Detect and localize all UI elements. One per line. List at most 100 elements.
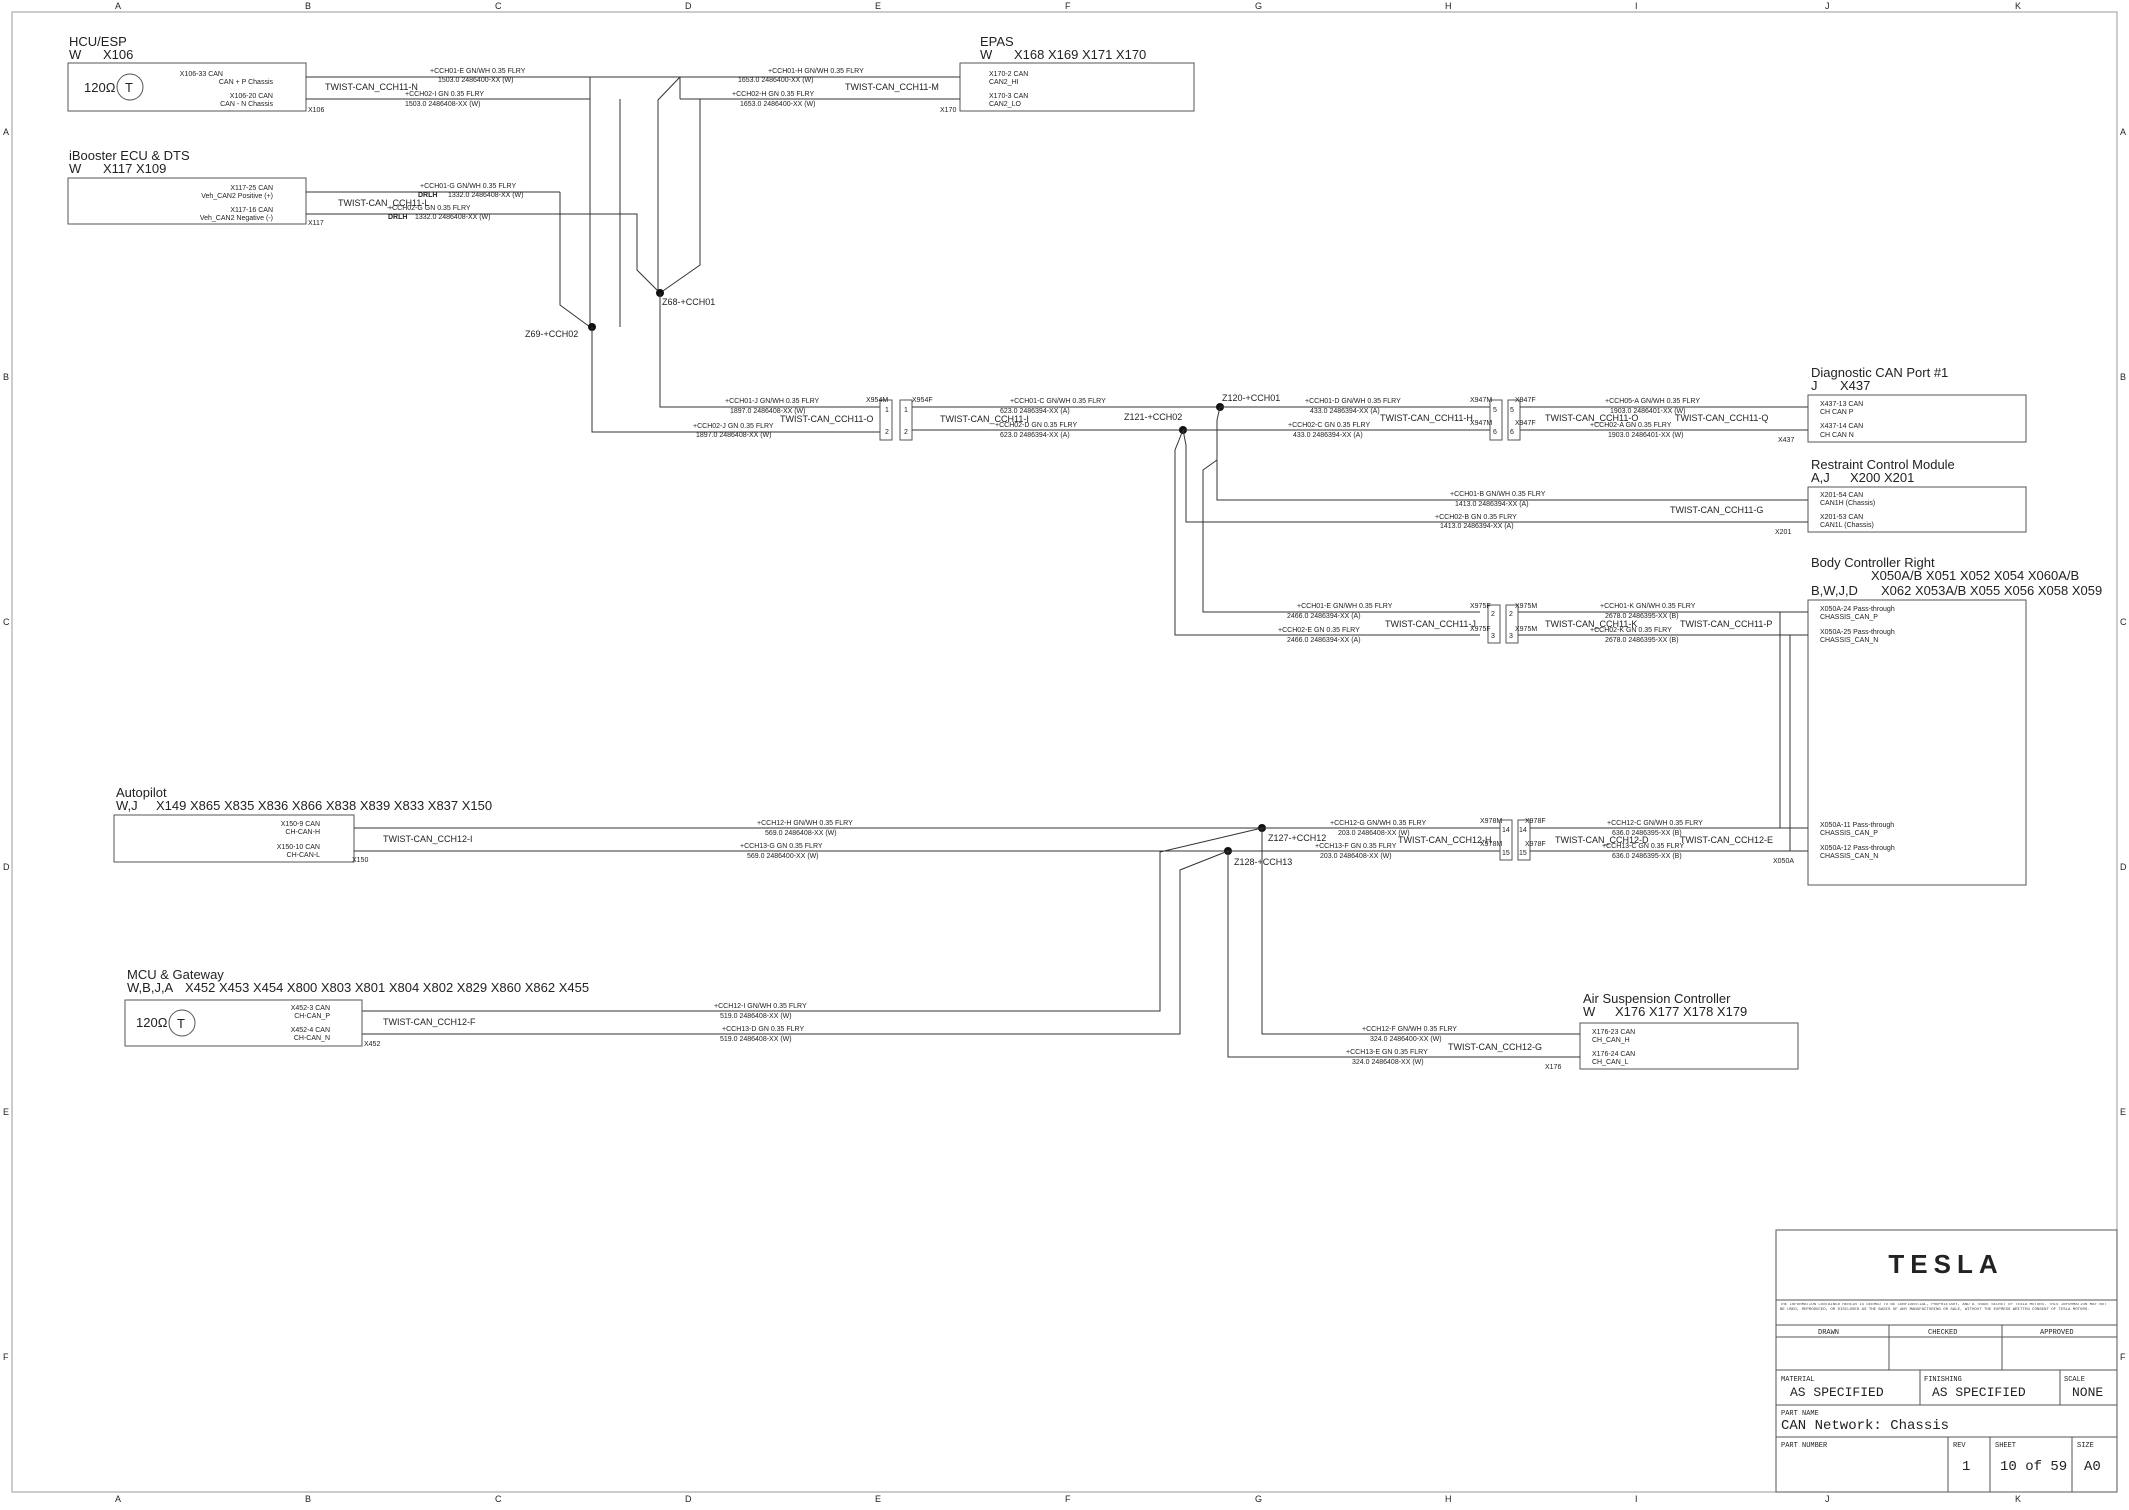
- pin-number: 2: [1491, 611, 1495, 618]
- sheet-value: 10 of 59: [2000, 1459, 2067, 1475]
- pin-number: 1: [904, 407, 908, 414]
- sheet-border: [11, 11, 2118, 1493]
- splice-label: Z121-+CCH02: [1124, 412, 1182, 422]
- wire-spec: +CCH12-G GN/WH 0.35 FLRY: [1330, 820, 1426, 827]
- grid-col-label: J: [1825, 1494, 1830, 1504]
- wire-spec: 2466.0 2486394-XX (A): [1287, 637, 1361, 644]
- grid-col-label: I: [1635, 1, 1638, 11]
- module-mcu-gateway: MCU & Gateway W,B,J,A X452 X453 X454 X80…: [124, 967, 589, 1048]
- pin-desc: CHASSIS_CAN_N: [1820, 853, 1878, 860]
- grid-col-bottom: A B C D E F G H I J K: [115, 1494, 2021, 1504]
- module-title: iBooster ECU & DTS: [69, 148, 190, 163]
- grid-col-label: D: [685, 1494, 692, 1504]
- module-connectors: X117 X109: [103, 161, 166, 176]
- module-hcu-esp: HCU/ESP W X106 120Ω T X106-33 CAN CAN + …: [67, 34, 324, 114]
- splice-label: Z68-+CCH01: [662, 297, 715, 307]
- connector-tag: X978F: [1525, 818, 1546, 825]
- module-box: [1807, 394, 2027, 443]
- termination-resistor-value: 120Ω: [136, 1015, 168, 1030]
- connector-tag: X978M: [1480, 818, 1502, 825]
- wire-spec: +CCH01-K GN/WH 0.35 FLRY: [1600, 603, 1696, 610]
- pin-number: 3: [1491, 633, 1495, 640]
- grid-col-label: E: [875, 1, 881, 11]
- connector-tag: X150: [352, 857, 368, 864]
- splice-label: Z69-+CCH02: [525, 329, 578, 339]
- module-code: W,B,J,A: [127, 980, 174, 995]
- wire-spec: +CCH12-F GN/WH 0.35 FLRY: [1362, 1026, 1457, 1033]
- wire-spec: +CCH02-G GN 0.35 FLRY: [388, 205, 471, 212]
- confidential-notice-wrap: THE INFORMATION CONTAINED HEREIN IS DEEM…: [1780, 1303, 2107, 1312]
- part-number-label: PART NUMBER: [1781, 1442, 1828, 1450]
- grid-col-label: K: [2015, 1, 2021, 11]
- grid-col-label: B: [305, 1494, 311, 1504]
- wire-spec: +CCH13-F GN 0.35 FLRY: [1315, 843, 1397, 850]
- grid-row-label: E: [3, 1107, 9, 1117]
- pin-number: 2: [885, 429, 889, 436]
- pin-desc: CAN1H (Chassis): [1820, 500, 1875, 507]
- wire-spec: +CCH02-J GN 0.35 FLRY: [693, 423, 774, 430]
- wire-spec: 324.0 2486408-XX (W): [1352, 1059, 1424, 1066]
- pin-desc: CAN2_HI: [989, 79, 1019, 86]
- wire-spec: 2466.0 2486394-XX (A): [1287, 613, 1361, 620]
- wire-spec: 433.0 2486394-XX (A): [1293, 432, 1363, 439]
- connector-tag: X975M: [1515, 603, 1537, 610]
- splice-label: Z128-+CCH13: [1234, 857, 1292, 867]
- termination-resistor-icon: [168, 1009, 196, 1037]
- module-box: [124, 999, 363, 1047]
- module-box: [113, 814, 355, 863]
- wire-spec: +CCH13-D GN 0.35 FLRY: [722, 1026, 804, 1033]
- module-autopilot: Autopilot W,J X149 X865 X835 X836 X866 X…: [113, 785, 492, 864]
- wire-spec: +CCH02-D GN 0.35 FLRY: [995, 422, 1077, 429]
- wire-spec: 203.0 2486408-XX (W): [1338, 830, 1410, 837]
- pin-desc: CH-CAN-H: [285, 829, 320, 836]
- module-box: [1807, 599, 2027, 886]
- grid-col-label: F: [1065, 1494, 1071, 1504]
- pin-desc: CH CAN P: [1820, 409, 1854, 416]
- module-air-suspension: Air Suspension Controller W X176 X177 X1…: [1545, 991, 1799, 1071]
- tesla-logo: TESLA: [1888, 1249, 2003, 1279]
- connector-tag: X106: [308, 107, 324, 114]
- wiring-top: TWIST-CAN_CCH11-N TWIST-CAN_CCH11-M TWIS…: [306, 68, 960, 433]
- twist-label: TWIST-CAN_CCH12-D: [1555, 835, 1649, 845]
- wire-spec: 2678.0 2486395-XX (B): [1605, 637, 1679, 644]
- termination-resistor-value: 120Ω: [84, 80, 116, 95]
- grid-col-label: A: [115, 1, 121, 11]
- wire-spec: 1897.0 2486408-XX (W): [730, 408, 806, 415]
- grid-col-label: J: [1825, 1, 1830, 11]
- pin-number: 14: [1502, 827, 1510, 834]
- connector-tag: X947F: [1515, 420, 1536, 427]
- pin-label: X176-23 CAN: [1592, 1029, 1635, 1036]
- wire-spec: +CCH01-E GN/WH 0.35 FLRY: [430, 68, 526, 75]
- module-epas: EPAS W X168 X169 X171 X170 X170-2 CAN CA…: [940, 34, 1195, 114]
- wire-spec: +CCH01-H GN/WH 0.35 FLRY: [768, 68, 864, 75]
- wire-spec: 1653.0 2486400-XX (W): [740, 101, 816, 108]
- wire-spec: 1897.0 2486408-XX (W): [696, 432, 772, 439]
- grid-col-label: G: [1255, 1, 1262, 11]
- scale-label: SCALE: [2064, 1376, 2085, 1384]
- inline-connector: [1517, 819, 1531, 861]
- confidential-notice: THE INFORMATION CONTAINED HEREIN IS DEEM…: [1780, 1303, 2107, 1312]
- pin-desc: CAN2_LO: [989, 101, 1021, 108]
- connector-tag: X978M: [1480, 841, 1502, 848]
- pin-desc: CHASSIS_CAN_P: [1820, 614, 1878, 621]
- grid-col-label: H: [1445, 1494, 1452, 1504]
- pin-label: X117-16 CAN: [230, 207, 273, 214]
- twist-label: TWIST-CAN_CCH11-G: [1670, 505, 1763, 515]
- twist-label: TWIST-CAN_CCH11-P: [1680, 619, 1772, 629]
- module-connectors: X050A/B X051 X052 X054 X060A/B: [1871, 568, 2079, 583]
- twist-label: TWIST-CAN_CCH11-Q: [1675, 413, 1768, 423]
- module-connectors: X437: [1840, 378, 1870, 393]
- grid-row-label: A: [2120, 127, 2126, 137]
- module-title: Body Controller Right: [1811, 555, 1935, 570]
- termination-resistor-icon: [116, 73, 144, 101]
- grid-col-label: C: [495, 1494, 502, 1504]
- pin-number: 2: [904, 429, 908, 436]
- finishing-value: AS SPECIFIED: [1932, 1385, 2026, 1400]
- scale-value: NONE: [2072, 1385, 2103, 1400]
- pin-desc: CAN - N Chassis: [220, 101, 273, 108]
- module-connectors: X106: [103, 47, 133, 62]
- pin-number: 14: [1519, 827, 1527, 834]
- connector-tag: X947F: [1515, 397, 1536, 404]
- twist-label: TWIST-CAN_CCH12-G: [1448, 1042, 1542, 1052]
